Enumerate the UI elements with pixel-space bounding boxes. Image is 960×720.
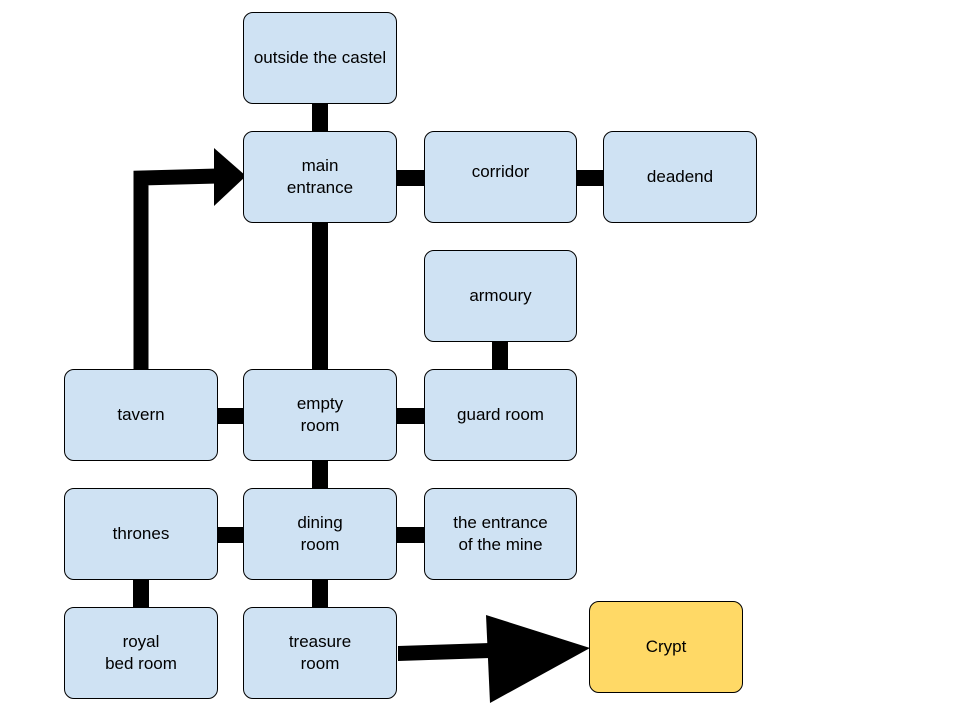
room-tavern: tavern [64, 369, 218, 461]
room-label: dining room [297, 513, 343, 554]
room-crypt: Crypt [589, 601, 743, 693]
room-guard-room: guard room [424, 369, 577, 461]
connector-outside-main-entrance [312, 104, 328, 132]
room-label: main entrance [286, 156, 354, 197]
room-armoury: armoury [424, 250, 577, 342]
connector-main-entrance-empty-room [312, 223, 328, 370]
room-deadend: deadend [603, 131, 757, 223]
connector-main-entrance-corridor [397, 170, 425, 186]
room-label: deadend [646, 167, 714, 186]
room-label: treasure room [288, 632, 352, 673]
room-corridor: corridor [424, 131, 577, 223]
room-treasure-room: treasure room [243, 607, 397, 699]
room-label: empty room [296, 394, 344, 435]
room-label: outside the castel [253, 48, 387, 67]
room-mine-entrance: the entrance of the mine [424, 488, 577, 580]
room-label: thrones [112, 524, 170, 543]
connector-empty-room-dining-room [312, 461, 328, 489]
connector-dining-room-treasure-room [312, 580, 328, 608]
room-empty-room: empty room [243, 369, 397, 461]
room-dining-room: dining room [243, 488, 397, 580]
room-label: royal bed room [105, 632, 177, 673]
connector-empty-room-guard-room [397, 408, 425, 424]
room-label: Crypt [645, 637, 687, 656]
connector-thrones-royal-bed-room [133, 580, 149, 608]
connector-tavern-empty-room [217, 408, 245, 424]
arrow-tavern-to-main-entrance [133, 148, 246, 370]
room-main-entrance: main entrance [243, 131, 397, 223]
room-label: guard room [457, 405, 544, 424]
connector-armoury-guard-room [492, 342, 508, 370]
room-label: tavern [117, 405, 165, 424]
room-royal-bed-room: royal bed room [64, 607, 218, 699]
room-label: armoury [469, 286, 532, 305]
arrow-treasure-room-to-crypt [398, 615, 590, 703]
room-label: corridor [471, 162, 530, 181]
room-thrones: thrones [64, 488, 218, 580]
room-outside-the-castel: outside the castel [243, 12, 397, 104]
connector-thrones-dining-room [217, 527, 245, 543]
room-label: the entrance of the mine [453, 513, 548, 554]
connector-dining-room-mine-entrance [397, 527, 425, 543]
connector-corridor-deadend [576, 170, 604, 186]
